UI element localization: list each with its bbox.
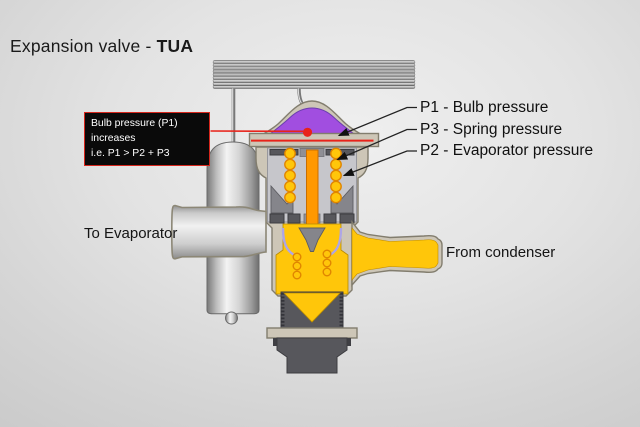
callout-line1: Bulb pressure (P1) increases — [91, 118, 178, 145]
label-from-condenser: From condenser — [446, 244, 556, 261]
title-model: TUA — [156, 36, 194, 56]
bulb-pressure-callout: Bulb pressure (P1) increases i.e. P1 > P… — [84, 112, 210, 167]
spring-coil — [284, 147, 342, 204]
condenser-pipe — [351, 220, 443, 287]
leader-line-p2 — [342, 150, 417, 177]
label-p3-spring-pressure: P3 - Spring pressure — [420, 120, 563, 138]
leader-lines — [336, 106, 417, 177]
label-p2-evaporator-pressure: P2 - Evaporator pressure — [420, 142, 594, 159]
evaporator-pipe — [170, 204, 267, 260]
label-p1-bulb-pressure: P1 - Bulb pressure — [420, 99, 549, 116]
callout-line2: i.e. P1 > P2 + P3 — [91, 148, 170, 160]
capillary-tube-bulb — [231, 88, 236, 146]
push-pin — [306, 149, 319, 231]
adjustment-screw — [266, 291, 358, 374]
refrigerant-path — [275, 223, 349, 299]
valve-needle — [298, 227, 326, 252]
label-to-evaporator: To Evaporator — [84, 225, 178, 242]
leader-line-p1 — [337, 106, 417, 137]
capillary-coil — [212, 60, 416, 89]
red-highlight — [210, 127, 374, 142]
title-prefix: Expansion valve - — [10, 36, 157, 56]
page-title: Expansion valve - TUA — [10, 36, 193, 57]
bulb-pressure-dot — [302, 127, 313, 137]
leader-line-p3 — [336, 128, 417, 161]
